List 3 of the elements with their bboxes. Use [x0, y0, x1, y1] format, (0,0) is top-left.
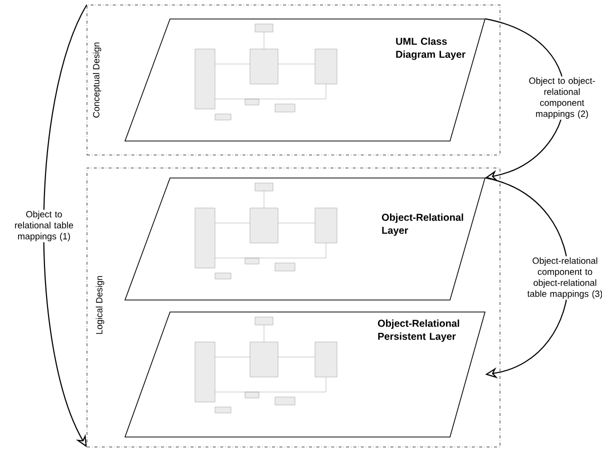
- edge-label: Object to object-relational component mappings (2): [522, 76, 602, 120]
- edge-label: Object-relational component to object-relational table mappings (3): [525, 256, 602, 300]
- edge-label: Object to relational table mappings (1): [9, 210, 79, 242]
